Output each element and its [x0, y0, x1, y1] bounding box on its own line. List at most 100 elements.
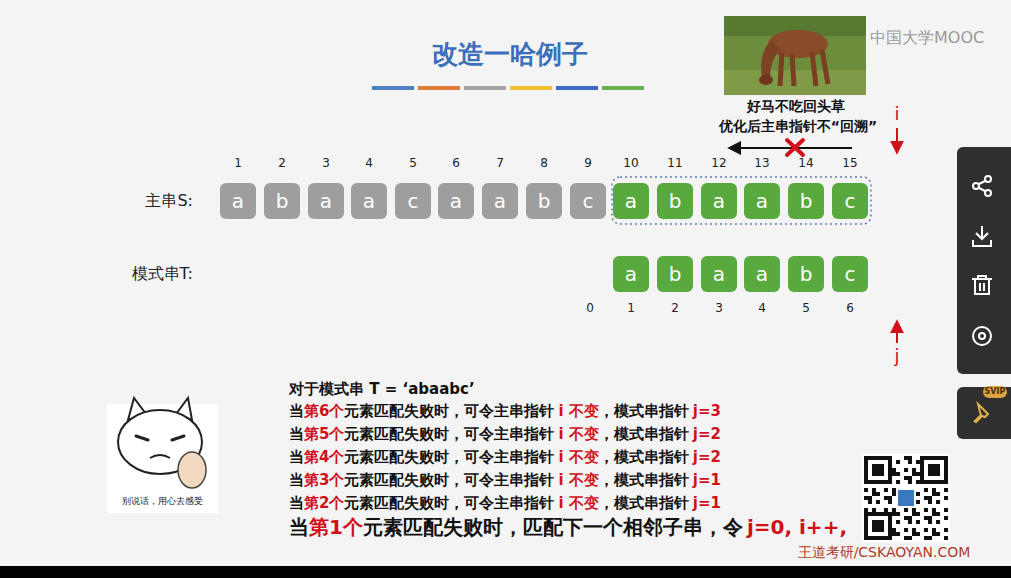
index-number: 3 — [322, 156, 330, 170]
rule-text: j=2 — [693, 448, 721, 466]
rule-text: i 不变 — [558, 494, 598, 513]
rule-text: 第2个 — [304, 494, 344, 513]
char-box: a — [220, 183, 256, 219]
slide-title: 改造一哈例子 — [432, 39, 588, 70]
char-box: b — [264, 183, 300, 219]
rule-text: 第5个 — [304, 425, 344, 444]
text-line: 当第1个元素匹配失败时，匹配下一个相邻子串，令j=0, i++, — [289, 514, 847, 541]
rule-text: 元素匹配失败时，可令主串指针 — [344, 425, 554, 444]
char-text: b — [669, 262, 682, 286]
index-number: 5 — [409, 156, 417, 170]
char-text: a — [756, 262, 768, 286]
index-number: 0 — [586, 301, 594, 315]
pointer-label: j — [894, 345, 899, 367]
rule-text: 第4个 — [304, 448, 344, 467]
char-text: a — [625, 262, 637, 286]
index-number: 15 — [842, 156, 857, 170]
rule-text: i 不变 — [558, 471, 598, 490]
char-text: a — [320, 189, 332, 213]
char-text: b — [669, 189, 682, 213]
rule-text: i 不变 — [558, 402, 598, 421]
char-box: a — [351, 183, 387, 219]
text-line: 当第4个元素匹配失败时，可令主串指针i 不变，模式串指针j=2 — [289, 448, 721, 467]
rule-text: 第3个 — [304, 471, 344, 490]
char-text: c — [408, 189, 419, 213]
char-box: c — [395, 183, 431, 219]
char-text: c — [845, 189, 856, 213]
char-box: a — [438, 183, 474, 219]
index-number: 2 — [278, 156, 286, 170]
char-box: a — [701, 183, 737, 219]
row-label: 模式串T: — [132, 264, 193, 283]
char-text: a — [625, 189, 637, 213]
char-box: b — [788, 256, 824, 292]
char-text: a — [713, 189, 725, 213]
char-text: c — [845, 262, 856, 286]
rule-text: 当 — [289, 514, 309, 541]
rule-text: 当 — [289, 402, 304, 421]
index-number: 4 — [758, 301, 766, 315]
rule-text: 元素匹配失败时，可令主串指针 — [344, 448, 554, 467]
rule-text: 对于模式串 T = ‘abaabc’ — [289, 380, 475, 399]
char-box: c — [832, 183, 868, 219]
rule-text: j=3 — [693, 402, 721, 420]
index-number: 9 — [584, 156, 592, 170]
index-number: 1 — [627, 301, 635, 315]
player-bar — [0, 566, 1011, 578]
text-line: 当第6个元素匹配失败时，可令主串指针i 不变，模式串指针j=3 — [289, 402, 721, 421]
rule-text: j=2 — [693, 425, 721, 443]
index-number: 2 — [671, 301, 679, 315]
rule-text: 第1个 — [309, 514, 363, 541]
qr-code — [862, 454, 950, 542]
rule-text: 当 — [289, 471, 304, 490]
rule-text: 当 — [289, 448, 304, 467]
index-number: 14 — [798, 156, 813, 170]
char-text: b — [276, 189, 289, 213]
note-text: 优化后主串指针不“回溯” — [719, 118, 877, 135]
text-line: 当第3个元素匹配失败时，可令主串指针i 不变，模式串指针j=1 — [289, 471, 721, 490]
index-number: 5 — [802, 301, 810, 315]
char-box: a — [613, 183, 649, 219]
char-box: b — [657, 256, 693, 292]
char-text: a — [494, 189, 506, 213]
rule-text: 元素匹配失败时，可令主串指针 — [344, 494, 554, 513]
i-pointer-arrow — [896, 128, 898, 152]
index-number: 10 — [623, 156, 638, 170]
char-box: c — [570, 183, 606, 219]
rule-text: 当 — [289, 425, 304, 444]
char-text: b — [800, 262, 813, 286]
char-box: a — [613, 256, 649, 292]
meme-picture — [107, 398, 218, 513]
char-box: a — [744, 183, 780, 219]
rule-text: i 不变 — [558, 425, 598, 444]
char-text: b — [800, 189, 813, 213]
rule-text: 元素匹配失败时，可令主串指针 — [344, 402, 554, 421]
char-box: b — [788, 183, 824, 219]
watermark: 中国大学MOOC — [870, 28, 984, 47]
rule-text: j=0, i++, — [747, 515, 847, 539]
char-box: a — [744, 256, 780, 292]
note-text: 好马不吃回头草 — [747, 98, 845, 115]
index-number: 13 — [754, 156, 769, 170]
char-text: b — [538, 189, 551, 213]
char-text: a — [232, 189, 244, 213]
horse-photo — [724, 16, 866, 95]
index-number: 11 — [667, 156, 682, 170]
rule-text: i 不变 — [558, 448, 598, 467]
badge-text: SVIP — [985, 387, 1006, 397]
tool-panel — [957, 147, 1011, 439]
index-number: 3 — [715, 301, 723, 315]
char-text: c — [583, 189, 594, 213]
char-text: a — [713, 262, 725, 286]
rule-text: ，模式串指针 — [599, 425, 689, 444]
rule-text: ，模式串指针 — [599, 448, 689, 467]
char-text: a — [756, 189, 768, 213]
rule-text: 元素匹配失败时，可令主串指针 — [344, 471, 554, 490]
rule-text: ，模式串指针 — [599, 494, 689, 513]
rule-text: j=1 — [693, 494, 721, 512]
char-box: a — [308, 183, 344, 219]
index-number: 1 — [234, 156, 242, 170]
text-line: 当第5个元素匹配失败时，可令主串指针i 不变，模式串指针j=2 — [289, 425, 721, 444]
index-number: 6 — [452, 156, 460, 170]
rule-text: 元素匹配失败时，匹配下一个相邻子串，令 — [363, 514, 743, 541]
